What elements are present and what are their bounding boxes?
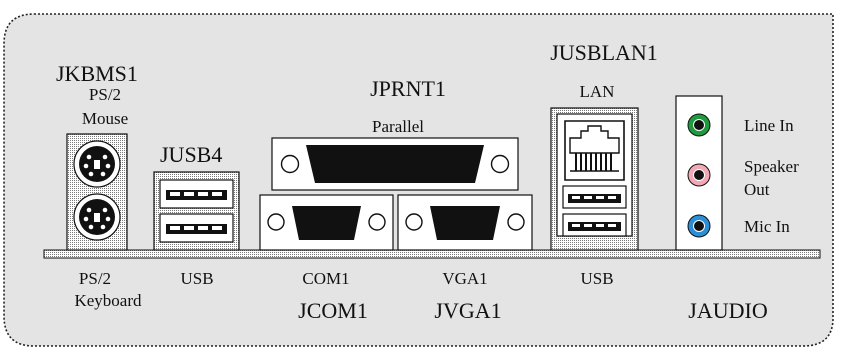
usb-ports-left	[153, 171, 240, 251]
line-in-jack	[687, 113, 711, 137]
usb-left-label: USB	[180, 269, 214, 288]
usb-ports-right	[562, 185, 627, 237]
lan-label: LAN	[579, 82, 615, 101]
ps2-mouse-label-line1: PS/2	[88, 85, 122, 104]
ps2-keyboard-label-line1: PS/2	[78, 269, 112, 288]
vga-port	[397, 194, 533, 251]
line-in-label: Line In	[744, 116, 794, 135]
lan-port	[564, 120, 625, 181]
parallel-label: Parallel	[372, 117, 424, 136]
jvga1-label: JVGA1	[434, 298, 502, 323]
com1-label: COM1	[302, 269, 350, 288]
usb-right-label: USB	[580, 269, 614, 288]
com-port	[259, 194, 394, 251]
jcom1-label: JCOM1	[298, 298, 368, 323]
vga1-label: VGA1	[442, 269, 488, 288]
jaudio-label: JAUDIO	[688, 298, 768, 323]
ps2-mouse-label-line2: Mouse	[81, 109, 129, 128]
jusblan1-label: JUSBLAN1	[550, 40, 658, 65]
parallel-port	[271, 137, 519, 191]
lan-usb-stack	[550, 107, 639, 251]
ps2-keyboard-port	[73, 193, 121, 241]
io-shield-baseline	[43, 249, 821, 259]
jprnt1-label: JPRNT1	[370, 76, 446, 101]
ps2-mouse-port	[73, 140, 121, 188]
audio-jacks	[675, 95, 723, 251]
speaker-out-label-line2: Out	[744, 180, 770, 199]
jkbms1-label: JKBMS1	[56, 61, 138, 86]
mic-in-label: Mic In	[744, 217, 790, 236]
ps2-keyboard-label-line2: Keyboard	[74, 291, 142, 310]
speaker-out-label-line1: Speaker	[744, 157, 799, 176]
ps2-ports	[66, 133, 128, 251]
mic-in-jack	[687, 214, 711, 238]
jusb4-label: JUSB4	[160, 142, 223, 167]
speaker-out-jack	[687, 163, 711, 187]
